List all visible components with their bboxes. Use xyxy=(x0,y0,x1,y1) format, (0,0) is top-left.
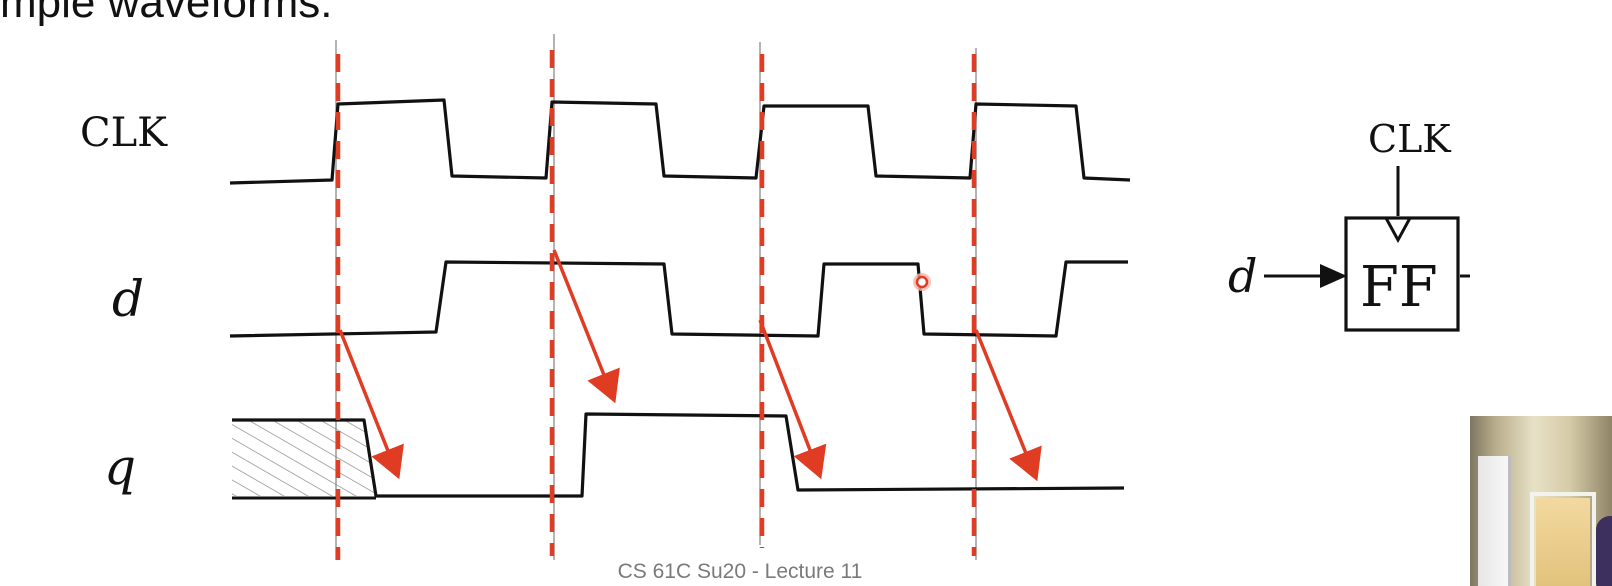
clk-waveform xyxy=(229,98,1131,185)
ff-clock-triangle xyxy=(1384,217,1412,244)
laser-pointer-dot xyxy=(913,273,931,291)
ff-clk-label: CLK xyxy=(1368,117,1451,161)
flip-flop-symbol: CLK FF d q xyxy=(1228,117,1470,332)
clock-edge-markers xyxy=(335,50,977,560)
d-waveform xyxy=(229,260,1128,338)
q-signal-label: q xyxy=(104,438,136,496)
webcam-doorway xyxy=(1536,498,1590,586)
arrow-edge-2 xyxy=(552,249,620,404)
presenter-webcam-thumbnail xyxy=(1470,416,1612,586)
arrow-edge-1 xyxy=(338,329,404,480)
webcam-presenter xyxy=(1596,516,1612,586)
slide-footer: CS 61C Su20 - Lecture 11 xyxy=(617,560,863,583)
timing-diagram: CLK d q CLK FF d q xyxy=(80,34,1470,560)
arrow-edge-3 xyxy=(758,319,827,480)
q-unknown-region xyxy=(232,420,376,496)
d-signal-label: d xyxy=(112,270,144,328)
clk-signal-label: CLK xyxy=(80,110,168,156)
ff-box-label: FF xyxy=(1360,255,1438,320)
causality-arrows xyxy=(338,249,1042,482)
ff-input-label: d xyxy=(1228,249,1257,303)
arrow-edge-4 xyxy=(974,329,1042,482)
slide-heading: mple waveforms: xyxy=(0,0,333,27)
webcam-door xyxy=(1478,456,1511,586)
